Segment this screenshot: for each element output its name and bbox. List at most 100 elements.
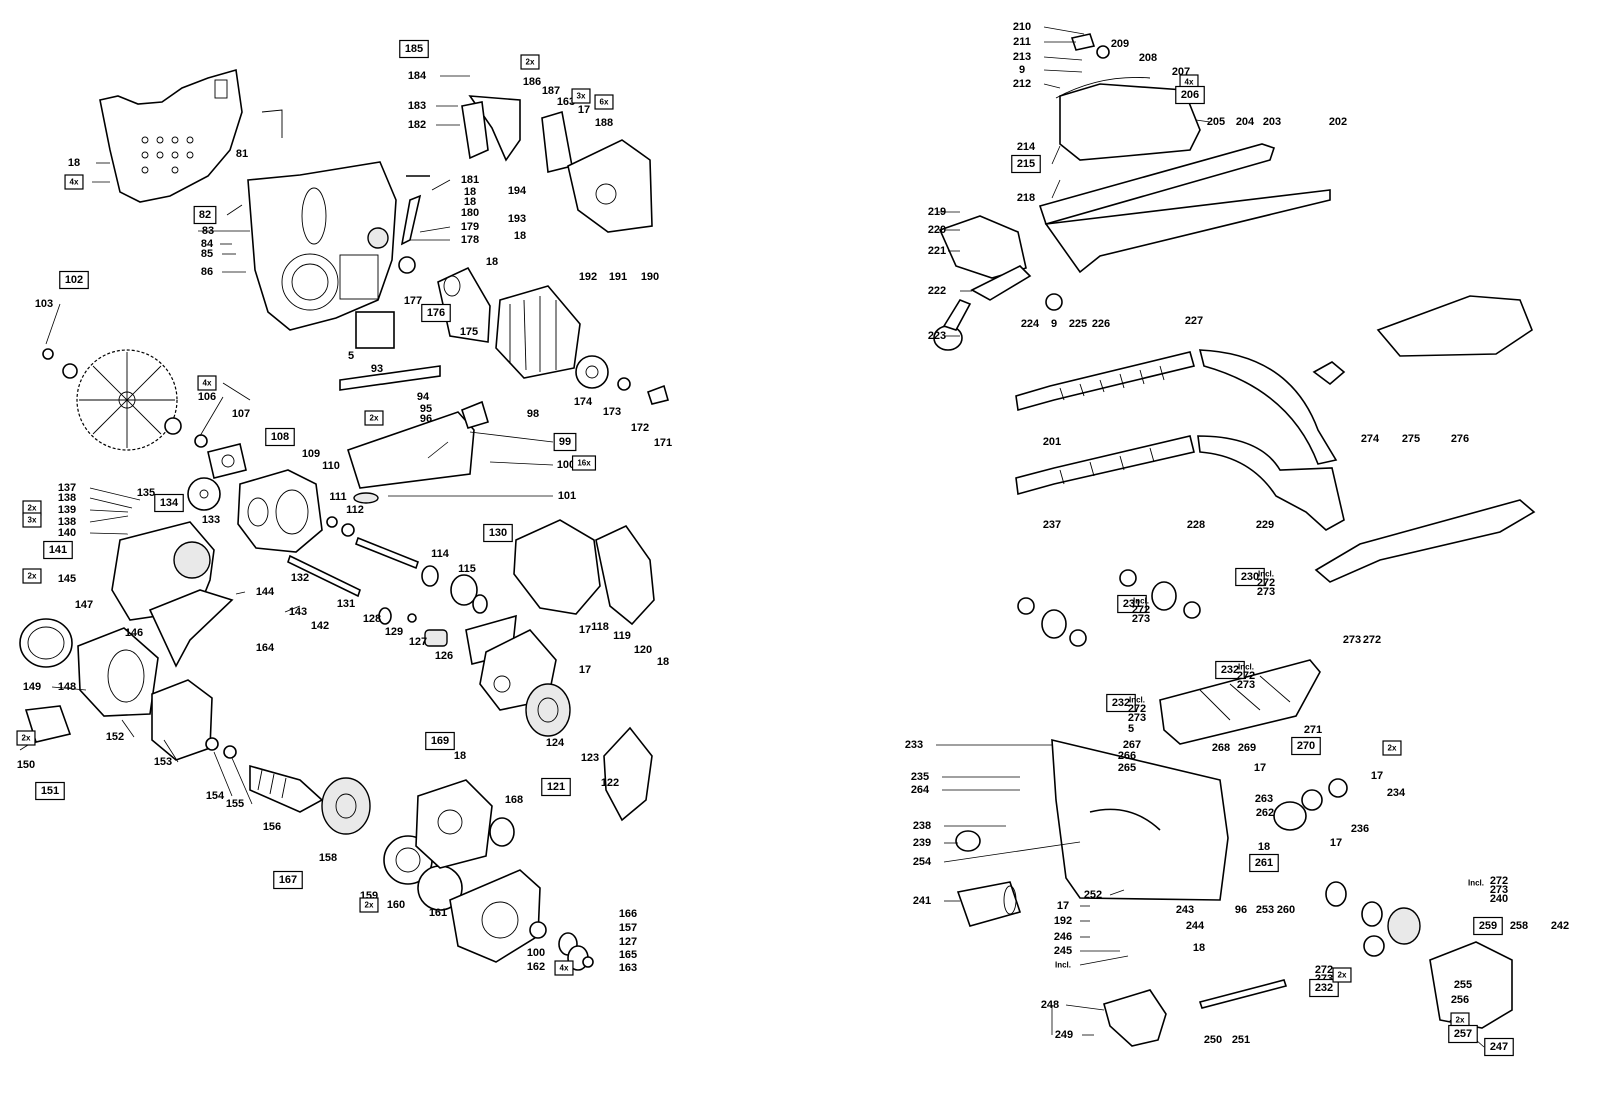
callout: 249 — [1055, 1029, 1073, 1041]
callout-label: 211 — [1013, 36, 1031, 48]
callout: 272 — [1257, 577, 1275, 589]
callout: 221 — [928, 245, 946, 257]
callout-label: 229 — [1256, 519, 1274, 531]
callout: 18 — [464, 186, 476, 198]
callout: 162 — [527, 961, 545, 973]
callout: 263 — [1255, 793, 1273, 805]
motor — [19, 618, 594, 971]
callout: 133 — [202, 514, 220, 526]
callout: 273 — [1343, 634, 1361, 646]
boxed-callout: 2x — [364, 410, 384, 426]
callout-label: 17 — [1330, 837, 1342, 849]
callout-label: 273 — [1257, 586, 1275, 598]
callout-label: Incl. — [1258, 570, 1274, 579]
callout-label: 232 — [1221, 664, 1239, 676]
callout-label: 18 — [1193, 942, 1205, 954]
callout: 210 — [1013, 21, 1031, 33]
boxed-callout: 247 — [1484, 1037, 1514, 1057]
callout: 173 — [603, 406, 621, 418]
callout: 140 — [58, 527, 76, 539]
callout: 122 — [601, 777, 619, 789]
callout: 244 — [1186, 920, 1205, 932]
callout: 212 — [1013, 78, 1031, 90]
leader-line — [121, 719, 135, 738]
callout: Incl. — [1238, 663, 1254, 672]
leader-line — [1065, 1004, 1105, 1011]
leader-line — [89, 515, 129, 523]
callout: 243 — [1176, 904, 1194, 916]
callout-label: 108 — [271, 431, 289, 443]
callout-label: 203 — [1263, 116, 1281, 128]
callout-label: 273 — [1490, 884, 1508, 896]
boxed-callout: 215 — [1011, 154, 1041, 174]
callout-label: 267 — [1123, 739, 1141, 751]
callout: 183 — [408, 100, 426, 112]
callout-label: 147 — [75, 599, 93, 611]
callout-label: 155 — [226, 798, 244, 810]
callout-box — [594, 94, 614, 110]
callout-label: 9 — [1051, 318, 1057, 330]
leader-line — [89, 487, 141, 501]
callout: 273 — [1257, 586, 1275, 598]
callout: 17 — [579, 664, 591, 676]
callout-label: 192 — [579, 271, 597, 283]
callout-box — [554, 960, 574, 976]
callout: 177 — [404, 295, 422, 307]
callout: 9 — [1019, 64, 1025, 76]
callout-label: 230 — [1241, 571, 1259, 583]
callout: 260 — [1277, 904, 1295, 916]
callout-label: 2x — [1338, 971, 1347, 980]
boxed-callout: 230 — [1235, 567, 1265, 587]
callout: 100 — [557, 459, 575, 471]
boxed-callout: 270 — [1291, 736, 1321, 756]
callout-label: 275 — [1402, 433, 1420, 445]
boxed-callout: 4x — [64, 174, 84, 190]
callout-label: 247 — [1490, 1041, 1508, 1053]
callout-label: 209 — [1111, 38, 1129, 50]
callout: 146 — [125, 627, 143, 639]
callout: 86 — [201, 266, 213, 278]
callout: 202 — [1329, 116, 1347, 128]
callout: 120 — [634, 644, 652, 656]
callout: 223 — [928, 330, 946, 342]
callout-label: 100 — [527, 947, 545, 959]
callout-label: 145 — [58, 573, 76, 585]
callout-box — [359, 897, 379, 913]
callout-label: 272 — [1315, 964, 1333, 976]
boxed-callout: 232 — [1106, 693, 1136, 713]
leader-line — [427, 441, 449, 459]
callout-label: 4x — [1185, 78, 1194, 87]
callout-label: 142 — [311, 620, 329, 632]
callout: Incl. — [1055, 961, 1071, 970]
callout: 83 — [202, 225, 214, 237]
callout: 5 — [1128, 723, 1134, 735]
callout-label: 18 — [486, 256, 498, 268]
callout: 135 — [137, 487, 155, 499]
callout-label: 134 — [160, 497, 179, 509]
callout: 222 — [928, 285, 946, 297]
leader-line — [89, 532, 129, 535]
callout-label: 273 — [1237, 679, 1255, 691]
callout-box — [193, 205, 217, 225]
callout: 114 — [431, 548, 450, 560]
leader-line — [163, 739, 179, 763]
callout: 268 — [1212, 742, 1230, 754]
callout: 229 — [1256, 519, 1274, 531]
boxed-callout: 261 — [1249, 853, 1279, 873]
callout: 126 — [435, 650, 453, 662]
callout: 245 — [1054, 945, 1072, 957]
callout-label: 194 — [508, 185, 527, 197]
callout-label: 17 — [579, 664, 591, 676]
callout-label: 131 — [337, 598, 355, 610]
callout: 272 — [1490, 875, 1508, 887]
callout: 153 — [154, 756, 172, 768]
callout-box — [571, 88, 591, 104]
callout-label: 221 — [928, 245, 946, 257]
callout-label: 210 — [1013, 21, 1031, 33]
callout: 267 — [1123, 739, 1141, 751]
callout-box — [1175, 85, 1205, 105]
leader-lines — [19, 26, 1485, 1048]
callout: 17 — [1371, 770, 1383, 782]
callout-label: 222 — [928, 285, 946, 297]
callout-box — [1235, 567, 1265, 587]
